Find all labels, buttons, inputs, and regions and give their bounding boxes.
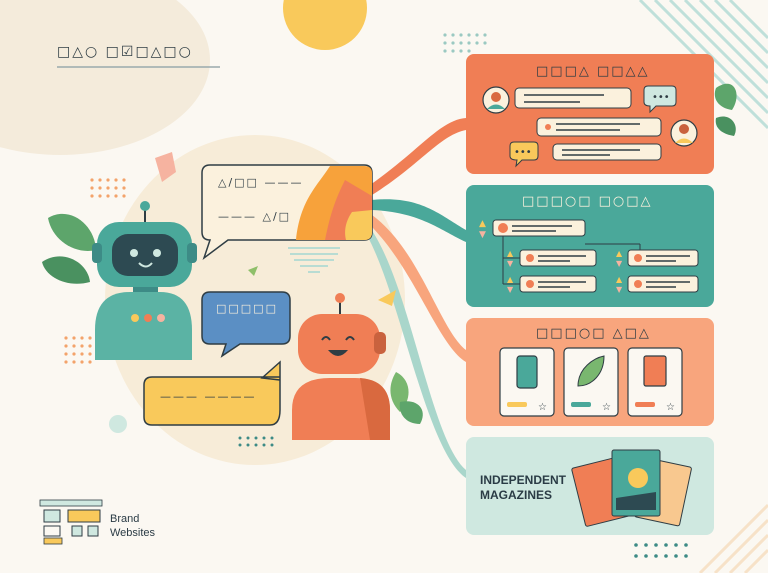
brand-label-line2: Websites [110,527,156,539]
brand-label-line1: Brand [110,513,140,525]
dot-grid-bottom [238,436,688,558]
bubble-blue-glyphs: □□□□□ [216,302,278,315]
svg-text:•••: ••• [514,147,532,158]
panel-products: ☆ ☆ ☆ [466,318,714,426]
striped-semicircle [288,247,340,273]
bg-blob-topleft [0,0,210,155]
svg-text:•••: ••• [652,92,670,103]
connector-ribbons [364,118,466,478]
central-speech-bubble [201,164,373,261]
svg-text:☆: ☆ [538,402,547,413]
svg-text:☆: ☆ [666,402,675,413]
svg-text:☆: ☆ [602,402,611,413]
leaf-right [390,372,423,424]
magazines-title-line1: INDEPENDENT [480,473,567,487]
panel-tree-glyph-title: □□□○□ □○□△ [522,194,653,209]
magazines-title-line2: MAGAZINES [480,488,552,502]
leaf-left [42,213,96,284]
panel-social: ••• ••• [466,54,714,174]
svg-text:▲: ▲ [616,249,623,258]
mint-dot [109,415,127,433]
svg-text:▲: ▲ [507,249,514,258]
sun-circle [283,0,367,50]
magazines-title: INDEPENDENT MAGAZINES [480,473,566,503]
svg-text:▲: ▲ [479,219,486,229]
svg-text:▼: ▼ [616,285,623,294]
panel-tree: ▲ ▼ ▲ ▼ ▲ ▼ ▲ ▼ ▲ ▼ [466,185,714,307]
dot-grid-top [443,33,487,53]
svg-text:▼: ▼ [479,230,486,240]
bubble-top-glyphs-2: ——— △/□ [218,210,292,223]
diagonal-stripes-bottomright [698,503,768,573]
svg-text:▲: ▲ [616,275,623,284]
brand-websites-icon [39,499,103,545]
yellow-speech-bubble [143,360,281,426]
orange-robot [292,293,390,440]
bubble-top-glyphs: △/□□ ——— [218,176,304,189]
panel-magazines [466,437,714,535]
dot-grid-left-orange [64,178,126,364]
panel-social-glyph-title: □□□△ □□△△ [536,64,650,79]
panel-products-glyph-title: □□□○□ △□△ [536,326,651,341]
yellow-triangle [378,290,396,306]
blue-speech-bubble [201,291,291,358]
teal-robot [92,201,197,360]
svg-text:▼: ▼ [507,285,514,294]
leaf-topright [714,83,737,136]
bubble-yellow-glyphs: ——— ———— [160,390,257,403]
pink-shape [155,152,176,182]
header-glyph-title: □△○ □☑□△□○ [57,44,193,60]
brand-websites-label: Brand Websites [110,512,155,540]
green-triangle [248,266,258,276]
magazine-stack [571,449,692,527]
svg-text:▲: ▲ [507,275,514,284]
svg-text:▼: ▼ [507,259,514,268]
svg-text:▼: ▼ [616,259,623,268]
